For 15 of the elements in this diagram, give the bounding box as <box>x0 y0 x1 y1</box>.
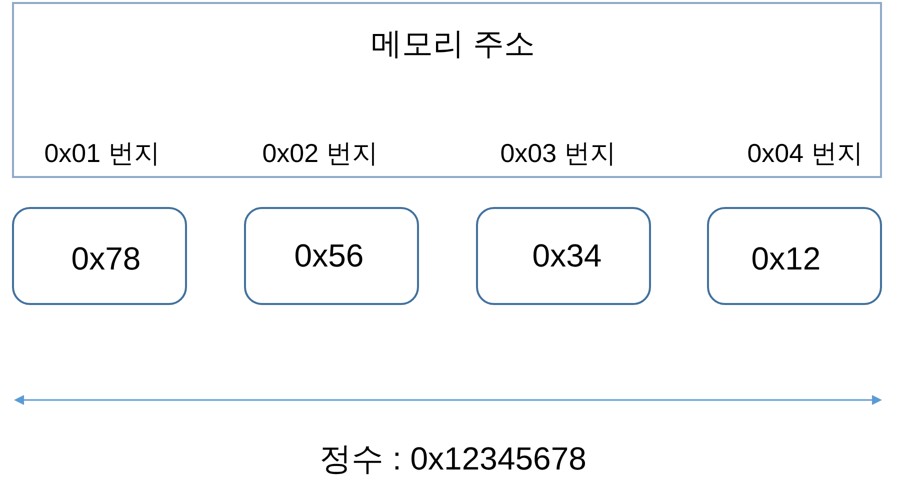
byte-value-box <box>244 207 419 305</box>
byte-value: 0x12 <box>751 240 821 278</box>
byte-value-box <box>476 207 651 305</box>
byte-value: 0x78 <box>71 240 141 278</box>
byte-value-box <box>12 207 187 305</box>
byte-value-box <box>707 207 882 305</box>
address-label: 0x03 번지 <box>500 139 616 169</box>
byte-value: 0x56 <box>294 238 364 274</box>
address-label: 0x02 번지 <box>262 139 378 169</box>
address-label: 0x01 번지 <box>44 139 160 169</box>
memory-address-panel <box>12 2 882 178</box>
panel-title: 메모리 주소 <box>371 26 535 62</box>
integer-value-caption: 정수 : 0x12345678 <box>320 440 586 478</box>
address-label: 0x04 번지 <box>747 139 863 169</box>
byte-value: 0x34 <box>532 238 602 274</box>
